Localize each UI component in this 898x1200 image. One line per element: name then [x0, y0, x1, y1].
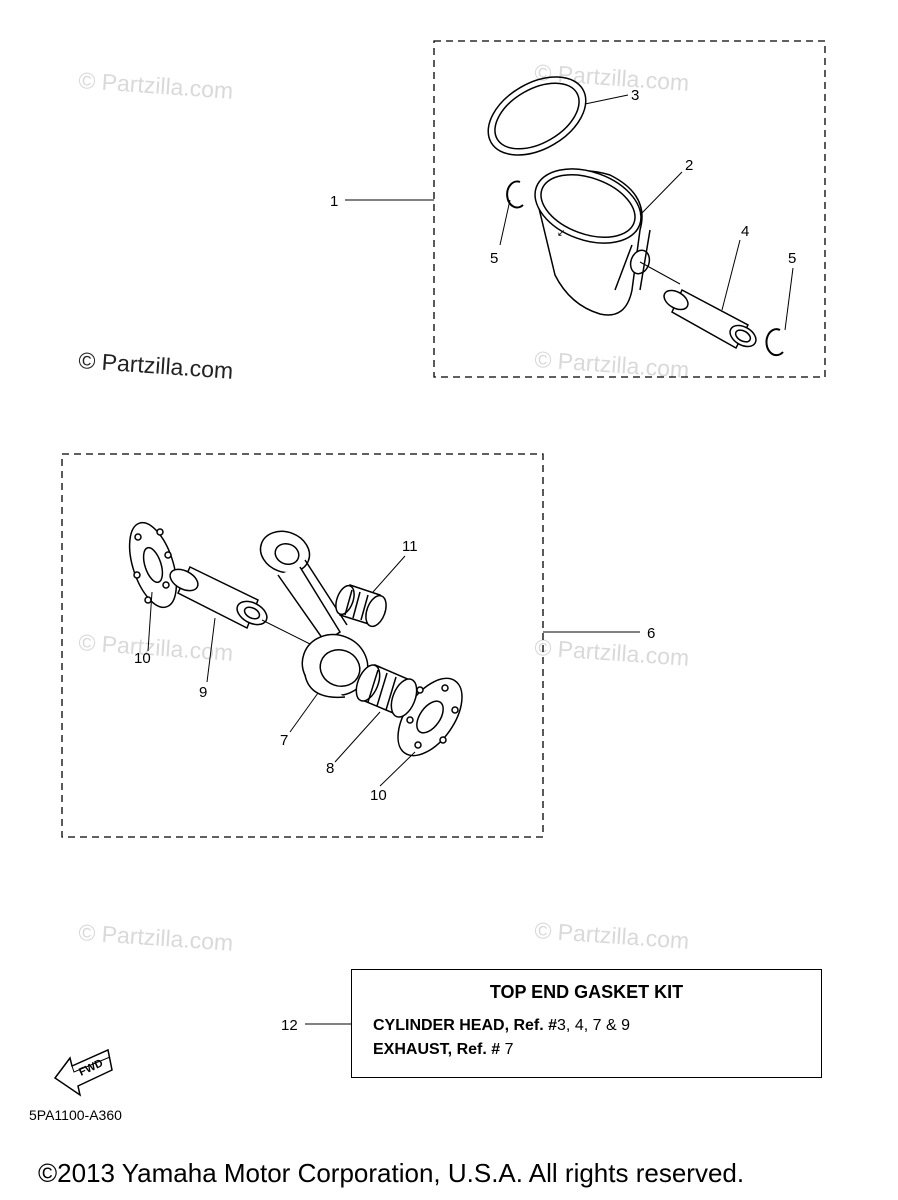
small-end-bearing	[335, 584, 387, 628]
gasket-line-label: CYLINDER HEAD, Ref. #	[373, 1017, 558, 1034]
gasket-line-cylinder-head: CYLINDER HEAD, Ref. #3, 4, 7 & 9	[373, 1017, 630, 1035]
watermark-dark: © Partzilla.com	[78, 347, 234, 384]
svg-text:↙: ↙	[557, 228, 565, 239]
callout-6: 6	[647, 625, 655, 642]
watermark: © Partzilla.com	[534, 917, 690, 954]
watermark: © Partzilla.com	[78, 629, 234, 666]
fwd-arrow-icon: FWD	[53, 1048, 113, 1097]
piston-kit-box	[433, 40, 826, 378]
circlip-left	[506, 180, 524, 209]
callout-5: 5	[788, 250, 796, 267]
watermark: © Partzilla.com	[78, 67, 234, 104]
callout-10: 10	[134, 650, 151, 667]
crank-washer-left	[128, 521, 178, 609]
big-end-bearing	[355, 664, 418, 718]
diagram-code: 5PA1100-A360	[29, 1107, 122, 1123]
crank-kit-box	[61, 453, 544, 838]
callout-7: 7	[280, 732, 288, 749]
callout-4: 4	[741, 223, 749, 240]
crank-washer-right	[397, 677, 463, 757]
connecting-rod	[259, 530, 369, 699]
watermark: © Partzilla.com	[78, 919, 234, 956]
callout-5: 5	[490, 250, 498, 267]
gasket-kit-title: TOP END GASKET KIT	[489, 982, 684, 1002]
gasket-line-refs: 3, 4, 7 & 9	[557, 1017, 630, 1034]
leader-lines	[147, 94, 794, 1025]
callout-8: 8	[326, 760, 334, 777]
copyright-text: ©2013 Yamaha Motor Corporation, U.S.A. A…	[38, 1158, 745, 1188]
callout-10: 10	[370, 787, 387, 804]
callout-1: 1	[330, 193, 338, 210]
gasket-line-label: EXHAUST, Ref. #	[373, 1041, 501, 1058]
piston: ↙	[534, 168, 651, 316]
callout-numbers: 1 2 3 4 5 5 6 7 8 9 10 10 11 12	[134, 87, 796, 1034]
piston-pin	[639, 261, 757, 350]
circlip-right	[765, 328, 784, 357]
gasket-line-refs: 7	[504, 1041, 514, 1058]
crank-pin	[169, 565, 319, 649]
callout-12: 12	[281, 1017, 298, 1034]
callout-3: 3	[631, 87, 639, 104]
watermark: © Partzilla.com	[534, 634, 690, 671]
gasket-kit-box: TOP END GASKET KIT CYLINDER HEAD, Ref. #…	[351, 969, 822, 1078]
piston-ring	[487, 76, 587, 156]
gasket-line-exhaust: EXHAUST, Ref. # 7	[373, 1041, 514, 1059]
callout-11: 11	[402, 538, 418, 555]
callout-9: 9	[199, 684, 207, 701]
callout-2: 2	[685, 157, 693, 174]
